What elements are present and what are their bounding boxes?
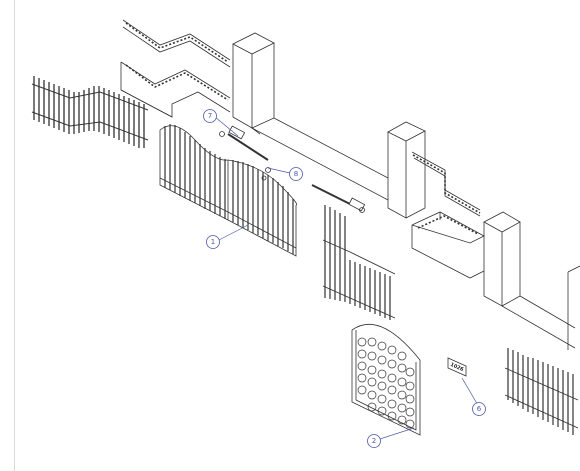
house-number-text: 1026 [449,362,465,373]
callout-label-6: 6 [477,405,482,413]
pillar-1 [232,32,275,129]
callout-label-7: 7 [208,112,212,120]
gate-opener-arm-upper [219,125,271,181]
double-swing-gate [159,124,298,257]
callout-balloon-2: 2 [367,434,381,448]
pillar-2 [387,121,426,219]
drawing-frame-border [14,0,15,471]
house-number-sign [447,357,467,377]
wall-long [251,117,389,201]
callout-balloon-8: 8 [289,167,303,181]
pillar-3 [483,211,521,307]
fence-panel-left [31,76,149,148]
pedestrian-gate [351,323,421,436]
fence-panel-right [504,348,579,435]
wall-section-right [411,151,485,279]
wall-section-upper [120,19,231,118]
side-fence-panel-middle [322,205,396,320]
callout-label-1: 1 [211,238,215,246]
callout-label-2: 2 [372,437,376,445]
callout-balloon-7: 7 [203,109,217,123]
gate-opener-arm-lower [311,184,366,213]
callout-balloon-6: 6 [472,402,486,416]
callout-balloon-1: 1 [206,235,220,249]
wall-far-right [501,265,580,350]
callout-label-8: 8 [294,170,298,178]
